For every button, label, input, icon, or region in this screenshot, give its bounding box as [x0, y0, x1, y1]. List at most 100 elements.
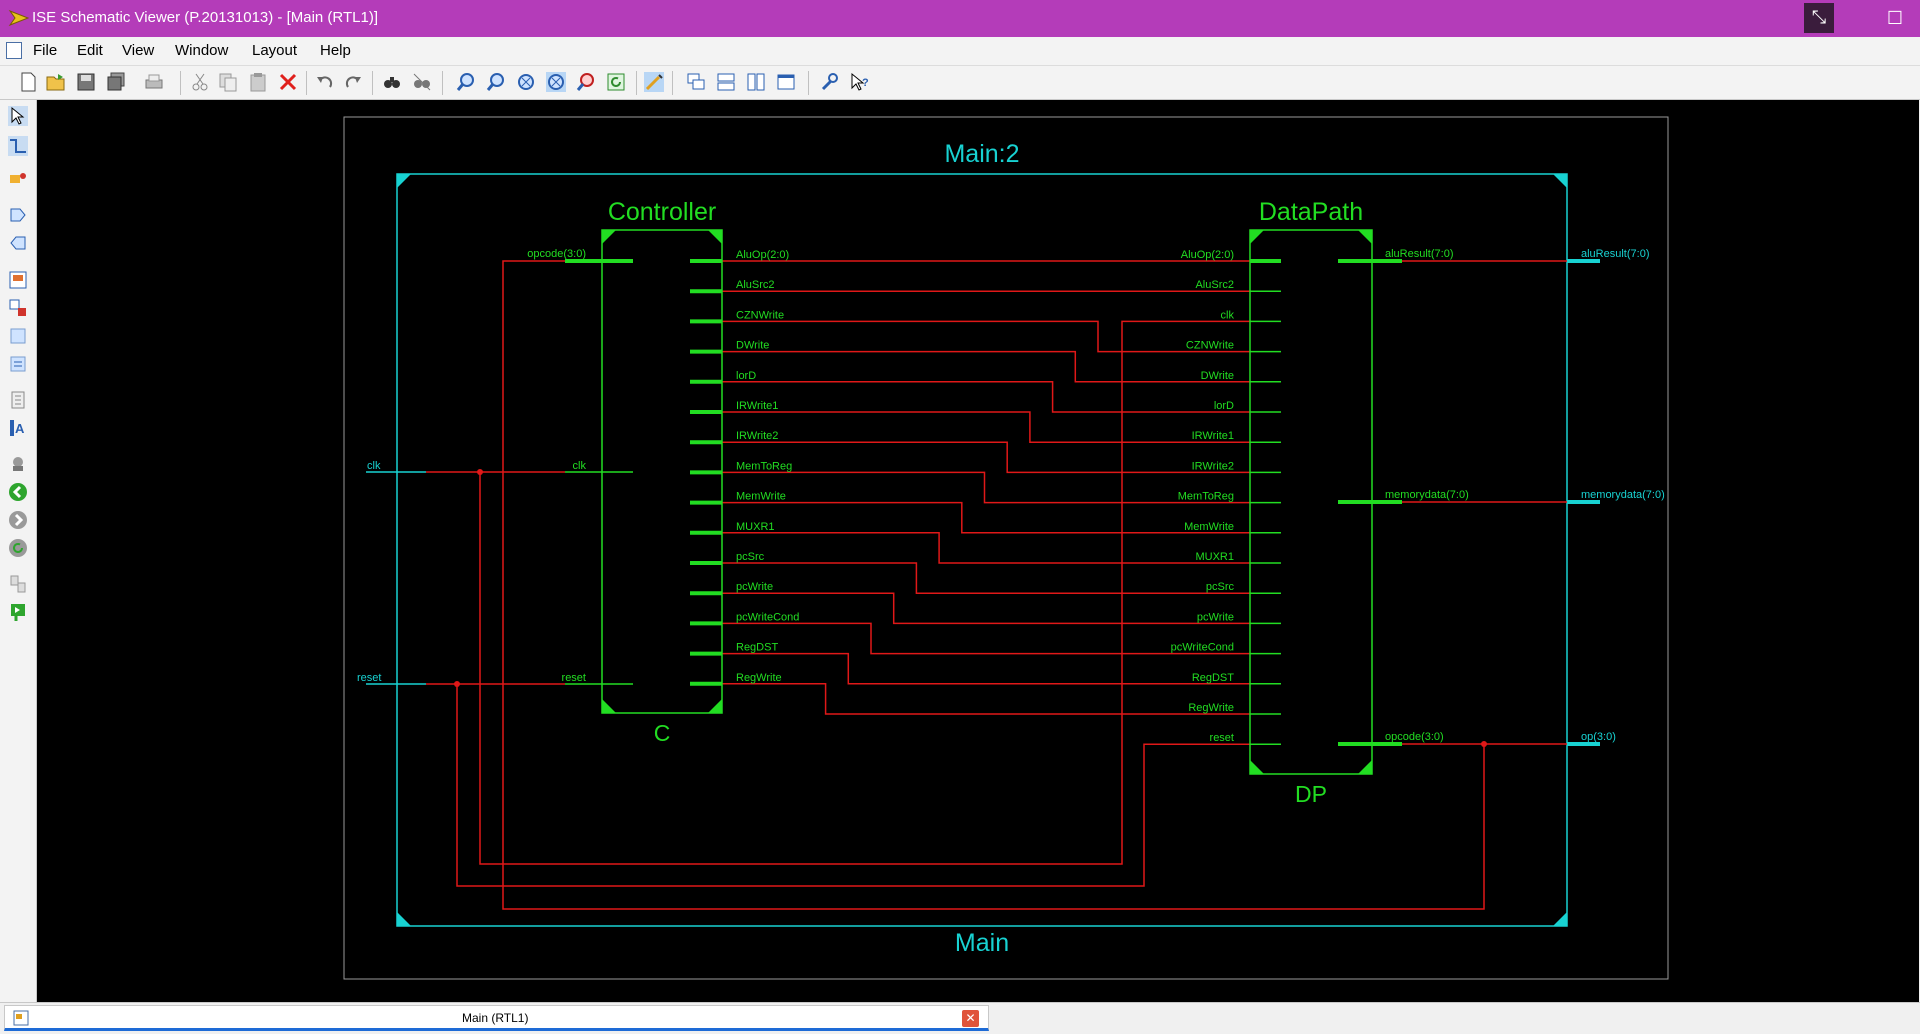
show-symbol-icon[interactable] [8, 326, 28, 346]
settings-wrench-icon[interactable] [820, 72, 840, 92]
datapath-pin-label-opcode: opcode(3:0) [1385, 731, 1444, 743]
menu-layout[interactable]: Layout [252, 42, 298, 59]
controller-pin-label-regwrite: RegWrite [736, 672, 782, 684]
refresh-view-icon[interactable] [8, 538, 28, 558]
net-lord[interactable] [722, 381, 1250, 413]
context-help-icon[interactable]: ? [850, 72, 870, 92]
main-block-instance-title: Main:2 [944, 140, 1019, 168]
net-irwrite1[interactable] [722, 411, 1250, 443]
properties-icon[interactable] [8, 390, 28, 410]
datapath-title: DataPath [1259, 198, 1363, 226]
tab-label: Main (RTL1) [462, 1011, 529, 1025]
open-icon[interactable] [46, 72, 66, 92]
net-muxr1[interactable] [722, 532, 1250, 564]
run-icon[interactable] [8, 454, 28, 474]
net-regwrite[interactable] [722, 683, 1250, 715]
tile-cascade-icon[interactable] [686, 72, 706, 92]
tile-horizontal-icon[interactable] [716, 72, 736, 92]
datapath-pin-label-reset: reset [1210, 732, 1234, 744]
move-block-icon[interactable] [8, 298, 28, 318]
net-pcwritecond[interactable] [722, 622, 1250, 655]
find-replace-icon[interactable] [412, 72, 432, 92]
redo-icon[interactable] [344, 72, 364, 92]
zoom-selection-icon[interactable] [546, 72, 566, 92]
controller-pin-label-memwrite: MemWrite [736, 491, 786, 503]
delete-icon[interactable] [278, 72, 298, 92]
net-opcode-loop[interactable] [502, 260, 1485, 910]
copy-icon[interactable] [218, 72, 238, 92]
ise-app-icon [8, 9, 30, 27]
tab-close-button[interactable]: ✕ [962, 1010, 979, 1027]
net-wires[interactable] [426, 260, 1567, 910]
controller-pin-label-pcwritecond: pcWriteCond [736, 611, 799, 623]
zoom-in-icon[interactable] [456, 72, 476, 92]
net-junction-clk [477, 469, 483, 475]
controller-instance-name: C [654, 720, 671, 746]
forward-icon[interactable] [8, 510, 28, 530]
controller-pin-label-memtoreg: MemToReg [736, 460, 792, 472]
svg-text:?: ? [862, 77, 869, 89]
paste-icon[interactable] [248, 72, 268, 92]
net-dwrite[interactable] [722, 350, 1250, 383]
controller-pin-label-opcode: opcode(3:0) [527, 248, 586, 260]
controller-output-pins: AluOp(2:0)AluSrc2CZNWriteDWritelorDIRWri… [690, 249, 799, 686]
find-icon[interactable] [382, 72, 402, 92]
menu-edit[interactable]: Edit [77, 42, 103, 59]
controller-pin-label-irwrite1: IRWrite1 [736, 400, 778, 412]
output-marker-icon[interactable] [8, 233, 28, 253]
menu-file[interactable]: File [33, 42, 58, 59]
zoom-area-icon[interactable] [576, 72, 596, 92]
new-icon[interactable] [18, 72, 38, 92]
top-port-label-clk: clk [367, 460, 381, 472]
expand-block-icon[interactable] [8, 270, 28, 290]
schematic-doc-icon [13, 1010, 29, 1026]
datapath-pin-label-pcwrite: pcWrite [1197, 611, 1234, 623]
refresh-icon[interactable] [606, 72, 626, 92]
add-instance-icon[interactable] [8, 170, 28, 190]
datapath-pin-label-memwrite: MemWrite [1184, 521, 1234, 533]
save-icon[interactable] [76, 72, 96, 92]
controller-pin-label-muxr1: MUXR1 [736, 521, 775, 533]
show-schematic-icon[interactable] [8, 354, 28, 374]
controller-pin-label-aluop-2-0: AluOp(2:0) [736, 249, 789, 261]
undo-icon[interactable] [314, 72, 334, 92]
document-icon[interactable] [6, 42, 22, 59]
maximize-window-button[interactable]: ☐ [1886, 8, 1904, 28]
net-pcwrite[interactable] [722, 592, 1250, 625]
back-icon[interactable] [8, 482, 28, 502]
net-cznwrite[interactable] [722, 320, 1250, 353]
schematic-canvas[interactable]: Main:2 Main Controller C DataPath DP opc… [37, 100, 1919, 1002]
save-all-icon[interactable] [106, 72, 126, 92]
menu-help[interactable]: Help [320, 42, 351, 59]
net-memtoreg[interactable] [722, 471, 1250, 504]
tab-main-rtl1[interactable]: Main (RTL1) ✕ [4, 1005, 989, 1031]
restore-window-button[interactable]: ⤡ [1804, 3, 1834, 33]
flag-icon[interactable] [8, 602, 28, 622]
net-reset-dp[interactable] [456, 684, 1250, 887]
menu-window[interactable]: Window [175, 42, 229, 59]
zoom-out-icon[interactable] [486, 72, 506, 92]
net-regdst[interactable] [722, 652, 1250, 685]
top-port-label-op: op(3:0) [1581, 731, 1616, 743]
menu-view[interactable]: View [122, 42, 155, 59]
net-irwrite2[interactable] [722, 441, 1250, 474]
cut-icon[interactable] [190, 72, 210, 92]
net-memwrite[interactable] [722, 501, 1250, 534]
controller-pin-label-dwrite: DWrite [736, 340, 769, 352]
net-pcsrc[interactable] [722, 562, 1250, 594]
select-pointer-icon[interactable] [8, 106, 28, 126]
select-pan-icon[interactable] [644, 72, 664, 92]
datapath-input-pins: AluOp(2:0)AluSrc2clkCZNWriteDWritelorDIR… [1171, 249, 1281, 745]
datapath-instance-name: DP [1295, 781, 1327, 807]
select-net-icon[interactable] [8, 136, 28, 156]
net-junction-opcode [1481, 741, 1487, 747]
zoom-full-icon[interactable] [516, 72, 536, 92]
print-icon[interactable] [144, 72, 164, 92]
tile-vertical-icon[interactable] [746, 72, 766, 92]
net-clk-dp[interactable] [479, 320, 1250, 865]
window-arrange-icon[interactable] [776, 72, 796, 92]
main-block-frame[interactable] [396, 173, 1568, 927]
text-label-icon[interactable]: A [8, 418, 28, 438]
page-icon[interactable] [8, 574, 28, 594]
input-marker-icon[interactable] [8, 205, 28, 225]
